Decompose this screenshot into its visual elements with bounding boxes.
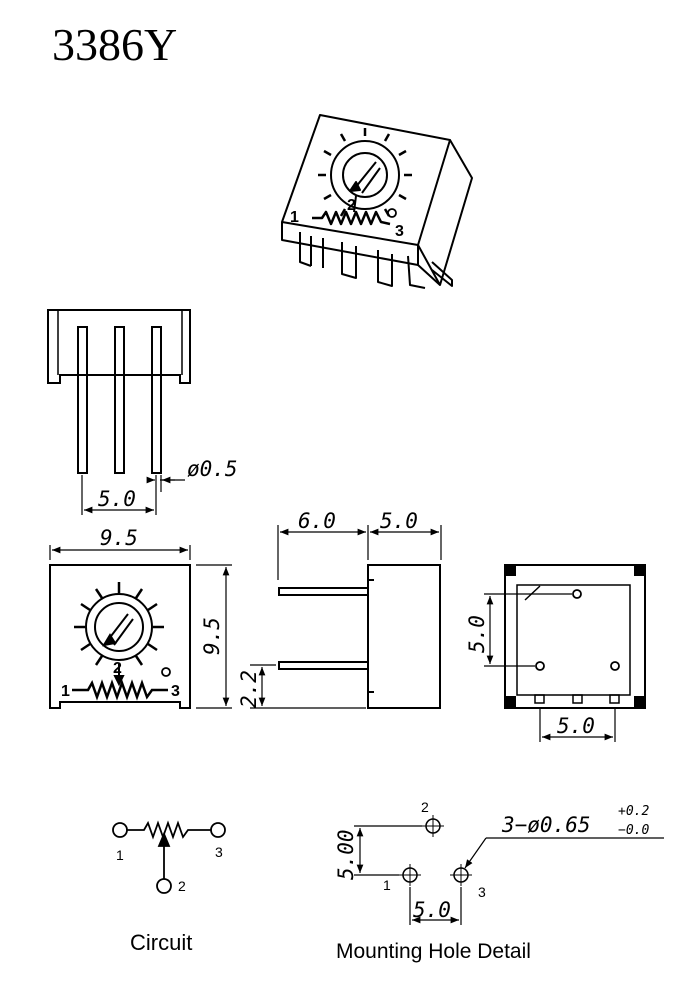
mounting-caption: Mounting Hole Detail — [336, 940, 531, 963]
mount-pin1-label: 1 — [383, 877, 391, 893]
iso-pin1-label: 1 — [290, 209, 299, 226]
profile-view-dims — [250, 525, 442, 709]
front-pin1-label: 1 — [61, 683, 70, 700]
pin-diameter-dim: ø0.5 — [187, 457, 238, 481]
iso-pin3-label: 3 — [395, 223, 404, 240]
hole-tolerance-minus: −0.0 — [618, 823, 649, 838]
side-view — [47, 309, 191, 474]
mount-pin3-label: 3 — [478, 884, 486, 900]
front-pin2-label: 2 — [113, 660, 122, 677]
circuit-caption: Circuit — [130, 930, 192, 955]
iso-pin2-label: 2 — [347, 197, 356, 214]
mount-horizontal-dim: 5.0 — [413, 898, 451, 922]
pin-offset-dim: 2.2 — [237, 670, 261, 708]
part-number-title: 3386Y — [52, 19, 177, 70]
bottom-horizontal-dim: 5.0 — [557, 714, 595, 738]
mount-vertical-dim: 5.00 — [334, 829, 358, 880]
side-view-dims — [81, 475, 185, 515]
bottom-vertical-dim: 5.0 — [465, 615, 489, 653]
circuit-pin2-label: 2 — [178, 878, 186, 894]
pin-pitch-dim: 5.0 — [98, 487, 136, 511]
circuit-pin3-label: 3 — [215, 844, 223, 860]
front-view — [49, 564, 191, 709]
bottom-view-dims — [484, 593, 616, 742]
circuit-schematic — [112, 820, 226, 894]
leg-length-dim: 6.0 — [298, 509, 336, 533]
hole-tolerance-plus: +0.2 — [618, 804, 649, 819]
profile-view — [278, 564, 441, 709]
front-height-dim: 9.5 — [200, 617, 224, 655]
front-view-dims — [49, 545, 232, 709]
front-adjuster-teeth — [74, 582, 164, 666]
isometric-view — [281, 114, 473, 289]
circuit-pin1-label: 1 — [116, 847, 124, 863]
front-width-dim: 9.5 — [100, 526, 138, 550]
front-pin3-label: 3 — [171, 683, 180, 700]
mount-pin2-label: 2 — [421, 799, 429, 815]
hole-spec-label: 3−ø0.65 — [501, 813, 591, 837]
mounting-hole-detail — [354, 815, 664, 925]
bottom-view — [504, 564, 646, 709]
body-depth-dim: 5.0 — [380, 509, 418, 533]
